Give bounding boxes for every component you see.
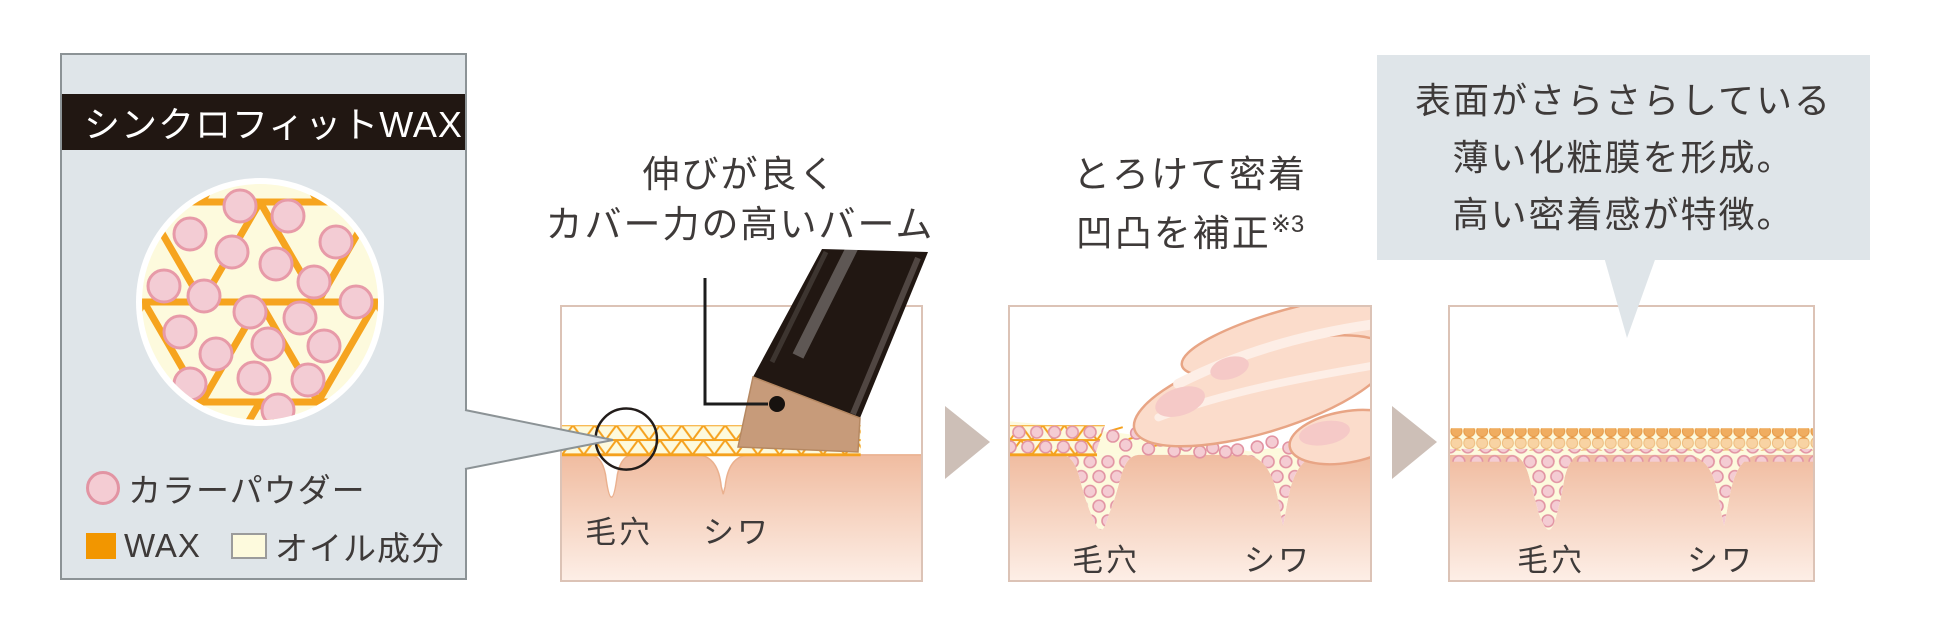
skin-panel-step3: 毛穴 シワ: [1448, 305, 1815, 582]
skin-cross-section-step2-illustration: [1010, 307, 1370, 580]
film-particle-rows: [1450, 428, 1813, 462]
legend-label: カラーパウダー: [128, 472, 366, 509]
skin-panel-step2: 毛穴 シワ: [1008, 305, 1372, 582]
panel-title: シンクロフィットWAX: [84, 104, 463, 145]
skin-body: [1010, 454, 1370, 580]
powder-in-wrinkle: [1687, 454, 1759, 526]
caption-step1-line2: カバー力の高いバーム: [545, 204, 935, 245]
wrinkle-label: シワ: [703, 515, 771, 550]
footnote-marker: ※3: [1270, 211, 1305, 238]
skin-panel-step1: 毛穴 シワ: [560, 305, 923, 582]
skin-body: [1450, 454, 1813, 580]
caption-step1: 伸びが良く カバー力の高いバーム: [490, 150, 990, 250]
bubble-line2: 薄い化粧膜を形成。: [1452, 137, 1795, 178]
wrinkle-label: シワ: [1244, 543, 1312, 578]
powder-in-wrinkle: [1245, 454, 1321, 526]
pore-label: 毛穴: [1517, 543, 1585, 578]
arrow-right-icon: [945, 406, 990, 479]
wrinkle-label: シワ: [1687, 543, 1755, 578]
legend-item-color-powder: カラーパウダー: [86, 464, 366, 512]
oil-square-icon: [230, 533, 267, 559]
caption-step2-line1: とろけて密着: [1073, 154, 1307, 195]
caption-step2: とろけて密着 凹凸を補正※3: [940, 150, 1440, 259]
finger-illustration: [1132, 307, 1370, 466]
pore-label: 毛穴: [585, 515, 653, 550]
wax-square-icon: [86, 533, 116, 559]
powder-in-pore: [1061, 454, 1139, 530]
result-speech-bubble: 表面がさらさらしている 薄い化粧膜を形成。 高い密着感が特徴。: [1377, 55, 1870, 260]
arrow-right-icon: [1392, 406, 1437, 479]
bubble-line3: 高い密着感が特徴。: [1452, 194, 1795, 235]
caption-step1-line1: 伸びが良く: [642, 154, 838, 195]
bubble-line1: 表面がさらさらしている: [1415, 80, 1832, 121]
skin-body: [562, 454, 921, 580]
legend-item-wax-oil: WAX オイル成分: [86, 522, 445, 570]
pore-label: 毛穴: [1072, 543, 1140, 578]
color-powder-dot-icon: [86, 471, 120, 505]
wax-legend-panel: シンクロフィットWAX: [60, 53, 467, 580]
legend-label: オイル成分: [274, 530, 445, 567]
panel-title-bar: シンクロフィットWAX: [62, 94, 465, 150]
caption-step2-line2: 凹凸を補正※3: [1075, 211, 1305, 254]
legend-label: WAX: [124, 527, 201, 564]
wax-mesh-layer: [562, 425, 861, 457]
powder-in-pore: [1511, 454, 1581, 530]
color-powder-dots: [146, 188, 374, 420]
wax-structure-icon: [136, 178, 384, 426]
skin-cross-section-step3-illustration: [1450, 428, 1813, 580]
